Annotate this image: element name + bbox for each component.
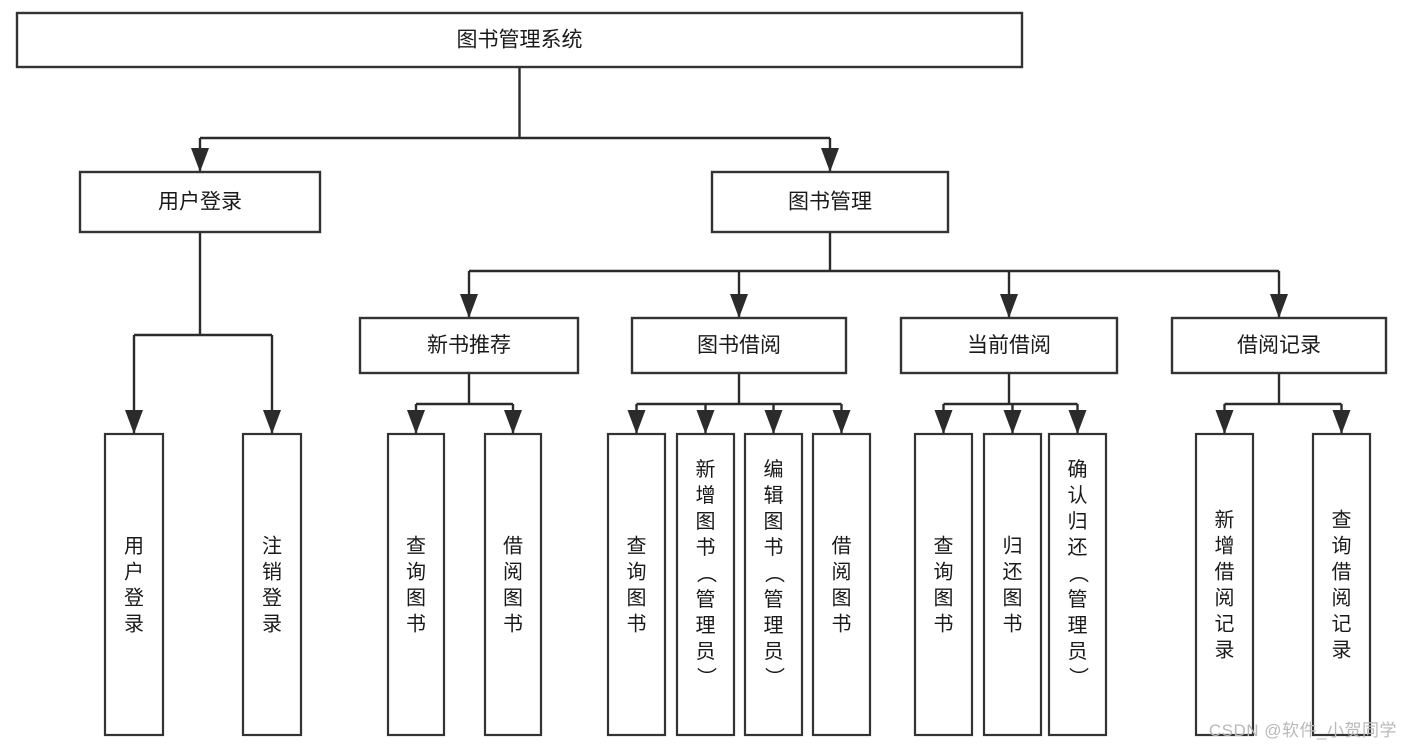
node-leaf-add-book[interactable]: 新增图书（管理员）: [675, 432, 736, 737]
node-box[interactable]: [982, 432, 1043, 737]
node-current-borrow[interactable]: 当前借阅: [899, 316, 1119, 375]
node-leaf-user-login[interactable]: 用户登录: [103, 432, 165, 737]
nodes-layer: 图书管理系统用户登录图书管理新书推荐图书借阅当前借阅借阅记录用户登录注销登录查询…: [15, 11, 1388, 737]
node-label: 借阅图书: [503, 535, 523, 636]
arrow-head: [627, 410, 646, 434]
node-box[interactable]: [1170, 316, 1388, 375]
connectors-layer: [125, 67, 1351, 434]
node-box[interactable]: [899, 316, 1119, 375]
node-label: 查询图书: [934, 535, 954, 636]
node-label: 编辑图书（管理员）: [764, 458, 785, 689]
node-leaf-logout[interactable]: 注销登录: [241, 432, 303, 737]
node-label: 注销登录: [262, 535, 282, 636]
arrow-head: [1270, 294, 1288, 318]
node-box[interactable]: [358, 316, 580, 375]
arrow-head: [1332, 410, 1351, 434]
node-label: 借阅记录: [1237, 334, 1321, 357]
node-label: 图书借阅: [697, 334, 781, 357]
node-box[interactable]: [15, 11, 1024, 69]
node-box[interactable]: [630, 316, 848, 375]
node-box[interactable]: [386, 432, 446, 737]
node-box[interactable]: [743, 432, 804, 737]
node-box[interactable]: [1311, 432, 1372, 737]
arrow-head: [263, 410, 281, 434]
arrow-head: [764, 410, 783, 434]
arrow-head: [504, 410, 522, 434]
node-leaf-edit-book[interactable]: 编辑图书（管理员）: [743, 432, 804, 737]
node-user-login[interactable]: 用户登录: [78, 170, 322, 234]
node-label: 确认归还（管理员）: [1068, 458, 1089, 689]
node-label: 用户登录: [158, 191, 242, 214]
node-box[interactable]: [675, 432, 736, 737]
node-label: 借阅图书: [832, 535, 852, 636]
arrow-head: [125, 410, 143, 434]
node-label: 图书管理系统: [457, 29, 583, 52]
node-label: 查询图书: [627, 535, 647, 636]
arrow-head: [1215, 410, 1234, 434]
node-book-management[interactable]: 图书管理: [710, 170, 950, 234]
node-box[interactable]: [241, 432, 303, 737]
arrow-head: [1068, 410, 1087, 434]
node-box[interactable]: [483, 432, 543, 737]
node-label: 当前借阅: [967, 334, 1051, 357]
csdn-watermark: CSDN @软件_小贺同学: [1208, 721, 1397, 740]
node-label: 用户登录: [124, 536, 144, 636]
node-label: 归还图书: [1003, 535, 1023, 636]
node-leaf-return-book[interactable]: 归还图书: [982, 432, 1043, 737]
node-leaf-query-book-1[interactable]: 查询图书: [386, 432, 446, 737]
node-book-borrow[interactable]: 图书借阅: [630, 316, 848, 375]
node-leaf-add-record[interactable]: 新增借阅记录: [1194, 432, 1255, 737]
node-leaf-query-book-3[interactable]: 查询图书: [913, 432, 974, 737]
node-box[interactable]: [811, 432, 872, 737]
arrow-head: [407, 410, 425, 434]
node-label: 新增图书（管理员）: [696, 458, 717, 689]
node-leaf-confirm-return[interactable]: 确认归还（管理员）: [1047, 432, 1108, 737]
arrow-head: [460, 294, 478, 318]
node-leaf-borrow-book-1[interactable]: 借阅图书: [483, 432, 543, 737]
arrow-head: [832, 410, 851, 434]
node-label: 新书推荐: [427, 334, 511, 357]
node-borrow-record[interactable]: 借阅记录: [1170, 316, 1388, 375]
arrow-head: [1003, 410, 1022, 434]
node-box[interactable]: [710, 170, 950, 234]
node-label: 查询图书: [406, 535, 426, 636]
arrow-head: [730, 294, 748, 318]
node-box[interactable]: [913, 432, 974, 737]
node-box[interactable]: [606, 432, 667, 737]
node-leaf-query-record[interactable]: 查询借阅记录: [1311, 432, 1372, 737]
arrow-head: [696, 410, 715, 434]
node-new-book-recommend[interactable]: 新书推荐: [358, 316, 580, 375]
arrow-head: [934, 410, 953, 434]
node-box[interactable]: [78, 170, 322, 234]
node-leaf-borrow-book-2[interactable]: 借阅图书: [811, 432, 872, 737]
node-box[interactable]: [103, 432, 165, 737]
arrow-head: [191, 148, 209, 172]
node-label: 新增借阅记录: [1215, 509, 1235, 662]
arrow-head: [821, 148, 839, 172]
node-label: 查询借阅记录: [1332, 509, 1352, 662]
node-label: 图书管理: [788, 191, 872, 214]
node-box[interactable]: [1047, 432, 1108, 737]
node-leaf-query-book-2[interactable]: 查询图书: [606, 432, 667, 737]
arrow-head: [1000, 294, 1018, 318]
node-box[interactable]: [1194, 432, 1255, 737]
node-图书管理系统[interactable]: 图书管理系统: [15, 11, 1024, 69]
